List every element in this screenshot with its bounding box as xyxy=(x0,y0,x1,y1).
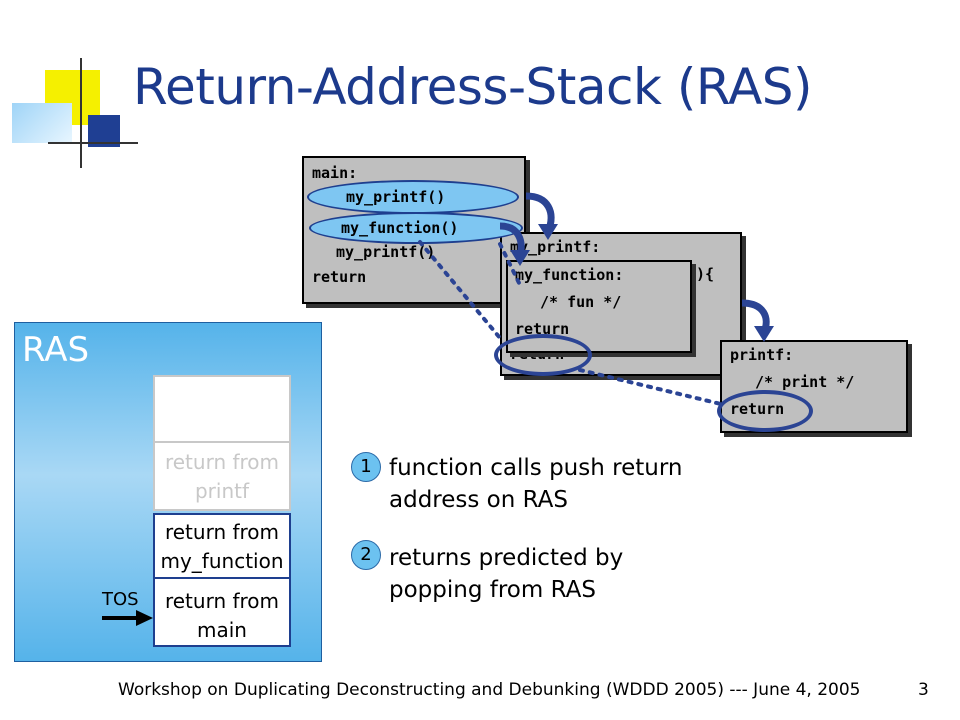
printf-label: printf: xyxy=(730,346,794,364)
call-arrow-my-printf-to-printf-icon xyxy=(741,299,774,342)
ras-label: RAS xyxy=(22,330,90,370)
step-2-text: returns predicted by popping from RAS xyxy=(389,545,624,603)
page-title: Return-Address-Stack (RAS) xyxy=(133,58,813,116)
my-printf-brace: ){ xyxy=(696,265,715,283)
my-function-return: return xyxy=(515,320,570,338)
page-number: 3 xyxy=(918,680,929,700)
main-return: return xyxy=(312,268,367,286)
ras-slot-my-function: return from my_function xyxy=(153,513,291,579)
logo-glow-square xyxy=(12,103,72,143)
logo-horizontal-line xyxy=(48,142,138,144)
call-arrow-icons xyxy=(499,192,774,342)
main-call-my-printf: my_printf() xyxy=(346,188,446,206)
printf-return-ring xyxy=(717,390,813,432)
my-printf-label: my_printf: xyxy=(510,238,601,256)
step-1-text: function calls push return address on RA… xyxy=(389,455,683,513)
dotted-return-paths xyxy=(418,240,727,407)
ras-slot-printf-text: return from printf xyxy=(164,450,280,503)
main-label: main: xyxy=(312,164,358,182)
printf-body: /* print */ xyxy=(755,373,855,391)
step-2-badge: 2 xyxy=(351,540,381,570)
logo-vertical-line xyxy=(80,58,82,168)
logo-blue-square xyxy=(88,115,120,147)
footer-text: Workshop on Duplicating Deconstructing a… xyxy=(118,680,861,700)
tos-label: TOS xyxy=(102,589,139,610)
tos-arrow-icon xyxy=(102,610,153,626)
ras-slot-main-text: return from main xyxy=(164,589,280,642)
call-arrow-main-to-my-printf-icon xyxy=(525,192,558,240)
ras-slot-empty xyxy=(153,375,291,443)
ras-slot-printf: return from printf xyxy=(153,443,291,511)
call-arrow-main-to-my-function-icon xyxy=(499,222,530,266)
main-call-my-printf-ellipse xyxy=(307,180,519,214)
main-call-my-function-ellipse xyxy=(309,212,523,244)
main-call-my-function: my_function() xyxy=(341,219,459,237)
logo-decoration xyxy=(0,0,140,170)
step-1-badge: 1 xyxy=(351,452,381,482)
ras-slot-my-function-text: return from my_function xyxy=(160,520,284,573)
my-function-label: my_function: xyxy=(515,266,624,284)
my-printf-return-ring xyxy=(494,334,592,376)
ras-slot-main: return from main xyxy=(153,579,291,647)
my-function-body: /* fun */ xyxy=(540,293,622,311)
main-call-my-printf-2: my_printf() xyxy=(336,243,436,261)
